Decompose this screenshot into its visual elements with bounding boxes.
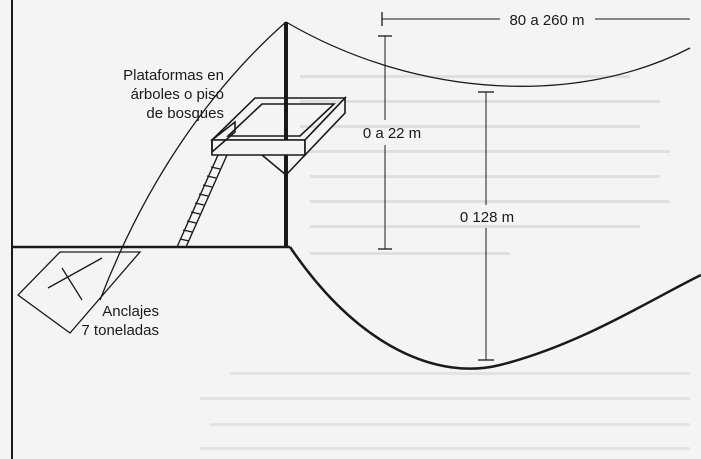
height-top-label: 0 a 22 m (363, 125, 421, 142)
platform (210, 96, 347, 176)
anchor-cross-2 (61, 267, 83, 301)
anchors-label-line1: Anclajes (102, 303, 159, 320)
height-top-dimension (378, 35, 392, 250)
span-label: 80 a 260 m (509, 12, 584, 29)
sag-dimension (478, 91, 494, 361)
anchor-box (17, 251, 142, 334)
anchor-cross-1 (47, 257, 103, 289)
bleed-through-text (200, 75, 690, 450)
platforms-label-line3: de bosques (146, 105, 224, 122)
platforms-label-line1: Plataformas en (123, 67, 224, 84)
anchors-label-line2: 7 toneladas (81, 322, 159, 339)
sag-label: 0 128 m (460, 209, 514, 226)
sag-cable (288, 246, 701, 370)
guy-line (99, 21, 287, 301)
rope-ladder (176, 154, 228, 248)
platforms-label-line2: árboles o piso (131, 86, 224, 103)
span-dimension (381, 12, 690, 26)
top-cable (285, 21, 691, 87)
